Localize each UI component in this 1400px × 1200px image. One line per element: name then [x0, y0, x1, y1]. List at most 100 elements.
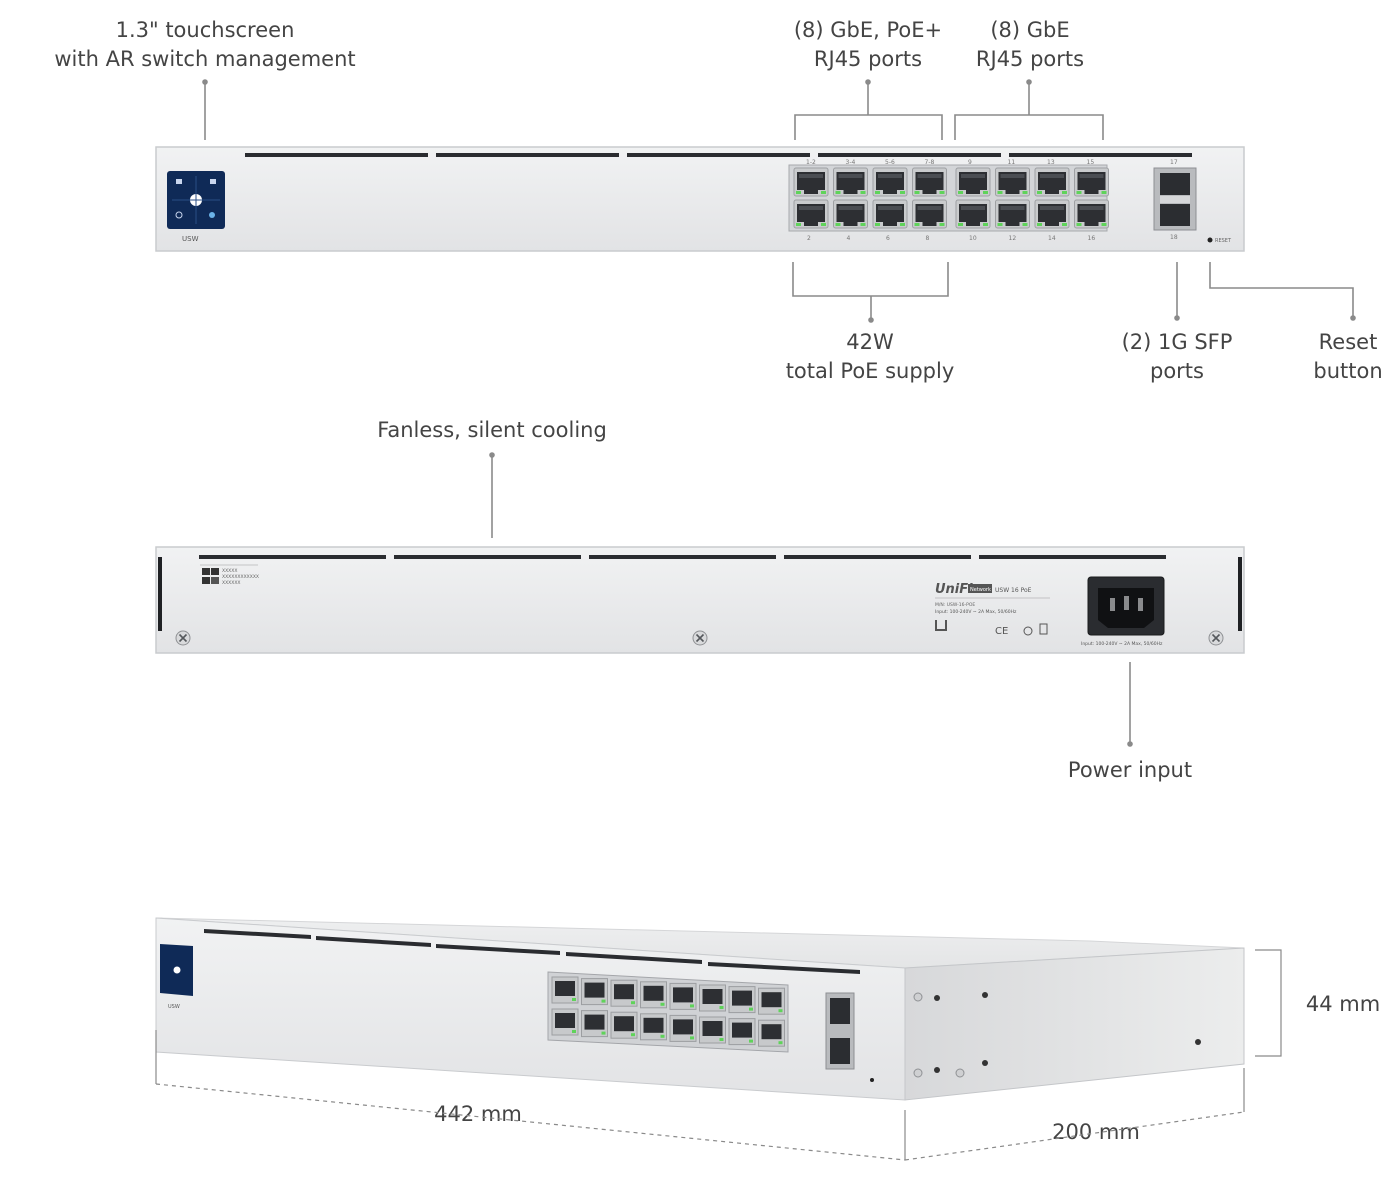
perspective-port: [610, 979, 638, 1007]
front-vents: [245, 153, 1192, 157]
rj45-port-12[interactable]: [995, 199, 1030, 229]
perspective-port: [699, 1016, 726, 1044]
callout-power-text: Power input: [1067, 758, 1193, 782]
rj45-port-6[interactable]: [872, 199, 908, 229]
rj45-port-16[interactable]: [1074, 199, 1109, 229]
network-badge: Network: [970, 587, 991, 593]
perspective-view: USW: [155, 917, 1282, 1161]
port-top-label: 11: [1008, 159, 1016, 166]
rear-leaders: [489, 452, 1133, 747]
input-line: Input: 100-240V ~ 2A Max, 50/60Hz: [935, 609, 1017, 615]
callout-gbe-ports-line2: RJ45 ports: [975, 47, 1085, 71]
dimension-height-text: 44 mm: [1305, 992, 1381, 1016]
callout-cooling-text: Fanless, silent cooling: [377, 418, 607, 442]
reset-label: RESET: [1215, 238, 1232, 244]
perspective-touchscreen[interactable]: [160, 944, 193, 996]
rj45-port-15[interactable]: [1074, 167, 1109, 197]
reset-button[interactable]: [1207, 237, 1213, 243]
rear-view: XXXXX XXXXXXXXXXXX XXXXXX UniFi Network …: [155, 452, 1245, 747]
serial-label: XXXXX XXXXXXXXXXXX XXXXXX: [200, 564, 259, 586]
port-bottom-label: 8: [926, 235, 930, 242]
perspective-port: [669, 982, 697, 1010]
perspective-port: [640, 981, 667, 1009]
port-top-label: 9: [968, 159, 972, 166]
rj45-port-5[interactable]: [872, 167, 908, 197]
rj45-port-7[interactable]: [912, 167, 947, 197]
rj45-port-4[interactable]: [833, 199, 868, 229]
power-rating-label: Input: 100-240V ~ 2A Max, 50/60Hz: [1081, 641, 1163, 647]
screen-icon-br: [209, 212, 215, 218]
rj45-port-11[interactable]: [995, 167, 1030, 197]
callout-poe-supply-line2: total PoE supply: [785, 359, 955, 383]
perspective-port: [551, 976, 579, 1004]
callout-reset-line2: button: [1313, 359, 1383, 383]
perspective-port: [581, 978, 608, 1006]
callout-touchscreen-line1: 1.3" touchscreen: [115, 18, 295, 42]
perspective-reset-icon: [870, 1078, 874, 1082]
callout-poe-supply-line1: 42W: [846, 330, 894, 354]
perspective-port: [581, 1010, 608, 1038]
perspective-port: [699, 984, 726, 1012]
touchscreen[interactable]: [167, 171, 225, 229]
screen-icon-tl: [176, 179, 182, 184]
dimension-height: 44 mm: [1296, 990, 1390, 1019]
power-inlet[interactable]: [1087, 576, 1165, 636]
ce-mark: CE: [995, 626, 1008, 637]
port-top-label: 7-8: [925, 159, 935, 166]
rj45-port-8[interactable]: [912, 199, 947, 229]
perspective-port: [728, 986, 756, 1014]
dimension-depth: 200 mm: [1040, 1118, 1152, 1147]
rear-screw-right-icon: [1208, 630, 1224, 646]
rear-vents: [199, 555, 1166, 559]
model-name: USW 16 PoE: [995, 587, 1032, 594]
port-top-label: 5-6: [885, 159, 895, 166]
dimension-width: 442 mm: [418, 1100, 538, 1129]
callout-reset: Reset button: [1300, 328, 1396, 386]
rear-screw-center-icon: [692, 630, 708, 646]
screen-brand-label: USW: [182, 235, 199, 243]
perspective-port: [551, 1008, 579, 1036]
sfp-ports[interactable]: [1153, 167, 1197, 231]
rj45-port-3[interactable]: [833, 167, 868, 197]
perspective-side-screws: [913, 992, 1201, 1078]
rj45-port-10[interactable]: [955, 199, 991, 229]
callout-sfp-ports-line1: (2) 1G SFP: [1121, 330, 1233, 354]
port-top-label: 13: [1047, 159, 1055, 166]
screen-icon-tr: [210, 179, 216, 184]
front-port-top-labels: 1-2 3-4 5-6 7-8 9 11 13 15: [806, 159, 1094, 166]
sfp-top-label: 17: [1170, 159, 1178, 166]
rj45-port-14[interactable]: [1034, 199, 1070, 229]
port-top-label: 3-4: [846, 159, 856, 166]
dimension-width-text: 442 mm: [434, 1102, 522, 1126]
rj45-port-1[interactable]: [793, 167, 829, 197]
rear-screw-left-icon: [175, 630, 191, 646]
port-top-label: 1-2: [806, 159, 816, 166]
rj45-port-9[interactable]: [955, 167, 991, 197]
serial-text-3: XXXXXX: [222, 580, 241, 586]
port-bottom-label: 16: [1088, 235, 1096, 242]
callout-sfp-ports: (2) 1G SFP ports: [1107, 328, 1247, 386]
callout-gbe-ports: (8) GbE RJ45 ports: [950, 16, 1110, 74]
perspective-vents: [204, 929, 860, 974]
port-bottom-label: 10: [969, 235, 977, 242]
port-top-label: 15: [1087, 159, 1095, 166]
dimension-depth-text: 200 mm: [1052, 1120, 1140, 1144]
port-bottom-label: 6: [886, 235, 890, 242]
ubiquiti-logo-icon: [935, 620, 947, 631]
callout-poe-ports-line2: RJ45 ports: [813, 47, 923, 71]
rj45-port-2[interactable]: [793, 199, 829, 229]
screen-icon-bl: [175, 211, 183, 219]
callout-poe-supply: 42W total PoE supply: [770, 328, 970, 386]
dimension-lines: [155, 949, 1282, 1161]
callout-gbe-ports-line1: (8) GbE: [990, 18, 1070, 42]
unifi-logo: UniFi: [935, 582, 973, 597]
regulatory-label: UniFi Network USW 16 PoE M/N: USW-16-POE…: [935, 582, 1050, 637]
perspective-port: [669, 1014, 697, 1042]
rj45-port-13[interactable]: [1034, 167, 1070, 197]
callout-sfp-ports-line2: ports: [1150, 359, 1204, 383]
callout-power: Power input: [1040, 756, 1220, 785]
perspective-screen-brand: USW: [168, 1004, 180, 1010]
